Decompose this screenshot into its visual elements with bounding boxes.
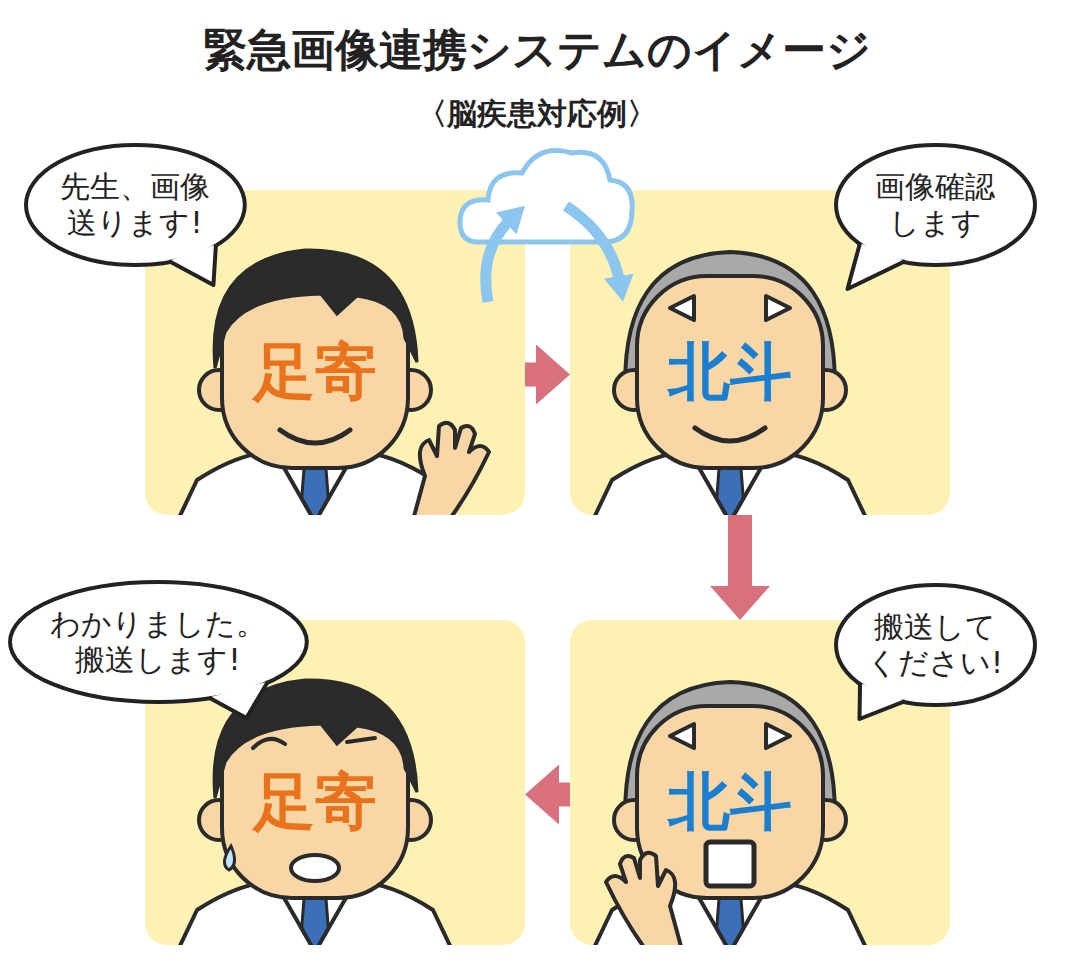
- subtitle-label: 〈脳疾患対応例〉: [417, 94, 657, 135]
- face-label: 北斗: [668, 330, 792, 414]
- face-label: 北斗: [668, 760, 792, 844]
- speech-bubble: 画像確認 します: [833, 142, 1038, 268]
- flow-arrow: [525, 363, 536, 387]
- speech-bubble: 先生、画像 送ります!: [23, 142, 248, 268]
- eye: [670, 296, 694, 320]
- eyebrow: [347, 738, 375, 742]
- eyebrow: [253, 739, 285, 748]
- flow-arrow: [728, 515, 752, 586]
- cloud-icon: [460, 151, 632, 303]
- upload-arrow: [486, 218, 512, 302]
- open-mouth: [706, 842, 754, 886]
- hand: [413, 423, 489, 515]
- bubble-tail: [859, 683, 905, 719]
- diagram-title: 緊急画像連携システムのイメージ: [203, 21, 871, 80]
- waving-hand: [606, 853, 682, 945]
- download-arrow: [566, 206, 620, 284]
- face-label: 足寄: [253, 330, 377, 414]
- eye: [766, 296, 790, 320]
- panel-layer: [145, 190, 950, 945]
- flow-arrow: [559, 783, 570, 807]
- eye: [766, 724, 790, 748]
- waving-hand: [413, 423, 489, 515]
- hand: [606, 853, 682, 945]
- bubble-tail: [847, 243, 905, 289]
- worried-mouth: [291, 855, 339, 881]
- face: [637, 276, 823, 468]
- smile-mouth: [280, 430, 350, 443]
- cloud-outline: [460, 151, 632, 243]
- speech-text: わかりました。 搬送します!: [50, 606, 266, 678]
- speech-bubble: 搬送して ください!: [833, 582, 1038, 708]
- smile-mouth: [695, 428, 765, 441]
- speech-text: 先生、画像 送ります!: [57, 169, 213, 241]
- eye: [670, 724, 694, 748]
- speech-text: 画像確認 します: [871, 169, 1000, 241]
- face-label: 足寄: [253, 760, 377, 844]
- speech-text: 搬送して ください!: [866, 609, 1004, 681]
- speech-bubble: わかりました。 搬送します!: [7, 579, 310, 705]
- sweat-drop: [224, 846, 234, 870]
- bubble-tail: [168, 244, 215, 285]
